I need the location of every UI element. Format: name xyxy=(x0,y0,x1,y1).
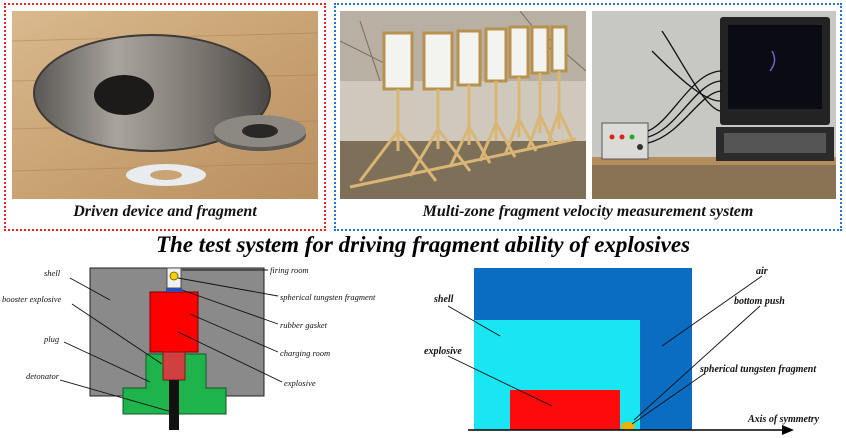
axis-arrow xyxy=(782,425,794,435)
rubber-gasket xyxy=(166,288,182,292)
label-firing-room: firing room xyxy=(270,265,309,275)
test-device-schematic: shell booster explosive plug detonator f… xyxy=(2,265,376,430)
label-charging-room: charging room xyxy=(280,348,330,358)
detonator xyxy=(169,380,179,430)
velocity-system-caption: Multi-zone fragment velocity measurement… xyxy=(422,203,754,220)
simulation-model-diagram: air shell bottom push explosive spherica… xyxy=(424,266,820,435)
screen-frames-photo xyxy=(340,11,586,199)
label-air: air xyxy=(756,266,768,277)
velocity-system-panel: Multi-zone fragment velocity measurement… xyxy=(334,3,842,231)
tungsten-fragment-sim xyxy=(621,422,635,430)
label-axis: Axis of symmetry xyxy=(747,414,820,425)
label-shell: shell xyxy=(44,268,61,278)
label-explosive-sim: explosive xyxy=(424,346,462,357)
driven-device-panel: Driven device and fragment xyxy=(4,3,326,231)
driven-device-photo xyxy=(12,11,318,199)
label-explosive: explosive xyxy=(284,378,316,388)
driven-device-caption: Driven device and fragment xyxy=(73,203,257,220)
label-tungsten-sim: spherical tungsten fragment xyxy=(699,364,817,375)
label-shell-sim: shell xyxy=(433,294,454,305)
tungsten-fragment xyxy=(169,271,179,281)
measurement-equipment-photo xyxy=(592,11,836,199)
label-tungsten-fragment: spherical tungsten fragment xyxy=(280,292,376,302)
label-detonator: detonator xyxy=(26,371,60,381)
label-bottom-push: bottom push xyxy=(734,296,785,307)
explosive-charge xyxy=(149,291,199,353)
explosive-domain xyxy=(510,390,620,430)
booster-explosive xyxy=(162,351,186,381)
label-booster-explosive: booster explosive xyxy=(2,294,61,304)
label-rubber-gasket: rubber gasket xyxy=(280,320,328,330)
label-plug: plug xyxy=(43,334,59,344)
main-title: The test system for driving fragment abi… xyxy=(155,232,691,257)
